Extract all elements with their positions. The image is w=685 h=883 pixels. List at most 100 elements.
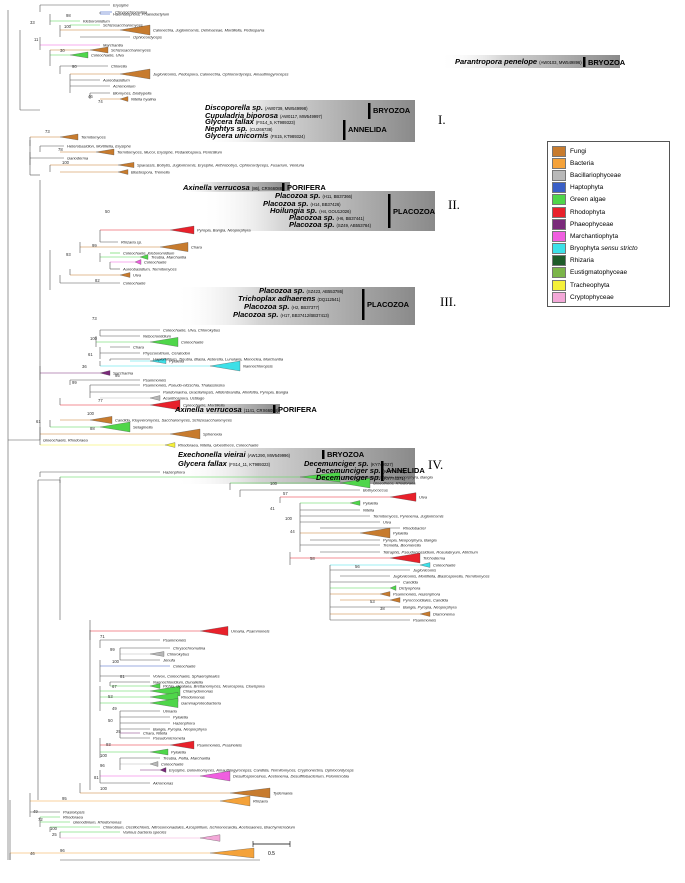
tip-label: Pylaiella (363, 500, 379, 505)
bootstrap-value: 82 (95, 278, 100, 283)
legend-item: Phaeophyceae (552, 218, 665, 230)
tip-label: Acanthospora, Ustilago (162, 395, 205, 400)
tip-label: Prasiolopsis (63, 809, 85, 814)
legend-swatch (552, 291, 566, 303)
bootstrap-value: 93 (66, 252, 71, 257)
tip-label: Jenufa (162, 657, 176, 662)
legend-label: Rhodophyta (570, 208, 606, 216)
tip-label: Saccharina (113, 370, 134, 375)
bootstrap-value: 96 (60, 848, 65, 853)
bootstrap-value: 29 (116, 729, 121, 734)
tip-label: Ulva (383, 519, 392, 524)
tip-label: Diacronema (433, 611, 455, 616)
bar-annelida-1 (343, 120, 346, 140)
legend-swatch (552, 206, 566, 218)
tip-label: Chlorella (111, 63, 128, 68)
tip-label: Pyropia, Ahnfeltia, Porphyra, Neoporphyr… (343, 474, 433, 479)
collapsed-clade (299, 471, 341, 483)
tip-label: Pyropia, Bangia, Neoporphyra (197, 227, 251, 232)
legend-item: Rhizaria (552, 255, 665, 267)
bootstrap-value: 99 (92, 243, 97, 248)
tip-label: Nitella hyalina (131, 96, 157, 101)
bootstrap-value: 98 (66, 13, 71, 18)
label-porifera-2: PORIFERA (278, 405, 317, 414)
box-porifera-1 (180, 182, 290, 192)
collapsed-clade (419, 562, 431, 568)
legend-label: Fungi (570, 147, 587, 155)
taxon-placozoa-h11: Placozoa sp. (H11, BB37366) (275, 191, 353, 200)
bar-bryozoa-2 (368, 103, 371, 119)
tip-label: Gammaproteobacteria (181, 700, 222, 705)
legend-item: Marchantiophyta (552, 230, 665, 242)
collapsed-clade (169, 740, 195, 750)
tip-label: Psammoneis (143, 377, 166, 382)
taxon-glycera-fallax-1: Glycera fallax (FS14_5, KT989323) (205, 117, 296, 126)
bootstrap-value: 74 (98, 99, 103, 104)
bootstrap-value: 88 (90, 426, 95, 431)
label-porifera-1: PORIFERA (287, 183, 326, 192)
bootstrap-value: 49 (112, 706, 117, 711)
tip-label: Rhizaria (253, 798, 268, 803)
taxon-discoporella: Discoporella sp. (AW0739, MW549998) (205, 103, 308, 112)
bootstrap-value: 25 (52, 832, 57, 837)
tip-label: Calonectria, Juglonicomis, Oehinaceae, M… (153, 27, 265, 32)
collapsed-clade (169, 225, 195, 235)
bootstrap-value: 100 (62, 160, 70, 165)
legend-item: Rhodophyta (552, 206, 665, 218)
collapsed-clade (117, 162, 135, 168)
taxon-decemunciger-3: Decemunciger sp. (KY774371) (316, 473, 406, 482)
taxon-placozoa-h6: Placozoa sp. (H6, BB37441) (289, 213, 365, 222)
collapsed-clade (95, 148, 115, 156)
tip-label: Acremonium (112, 83, 136, 88)
collapsed-clade (219, 795, 251, 807)
collapsed-clade (134, 259, 142, 265)
collapsed-clade (99, 370, 111, 376)
collapsed-clade (149, 748, 169, 756)
collapsed-clade (117, 169, 129, 175)
bootstrap-value: 81 (120, 674, 125, 679)
bootstrap-value: 30 (60, 48, 65, 53)
taxon-exechonella: Exechonella vieirai (AW1290, MW549996) (178, 450, 291, 459)
taxon-placozoa-sz49: Placozoa sp. (SZ49, AB553784) (289, 220, 372, 229)
label-annelida-1: ANNELIDA (348, 125, 387, 134)
tip-label: Blastospora, Tremella (131, 169, 170, 174)
tip-label: Coleochaete (144, 259, 167, 264)
tip-label: Ganoderma (67, 155, 89, 160)
bootstrap-value: 50 (105, 209, 110, 214)
collapsed-clade (119, 96, 129, 102)
bootstrap-values: 3398100113046907473781005099938273100613… (30, 13, 385, 856)
taxon-parantropora: Parantropora penelope (AW0103, MW549896) (455, 57, 582, 66)
tip-label: Tydemania (273, 790, 293, 795)
tip-label: Coleochaete (161, 761, 184, 766)
box-parantropora (440, 55, 620, 68)
tip-label: Psammoneis, Hazenphora (393, 591, 441, 596)
collapsed-clades (59, 24, 431, 859)
legend-swatch (552, 169, 566, 181)
collapsed-clade (389, 585, 397, 591)
tip-label: Juglonicomis, Mortiliella, Blastosporell… (392, 573, 490, 578)
tip-label: Termitomyces (81, 134, 106, 139)
collapsed-clade (349, 500, 361, 506)
legend-label: Haptophyta (570, 184, 604, 192)
tip-label: Sphenoxia (203, 431, 223, 436)
legend-item: Haptophyta (552, 182, 665, 194)
legend-swatch (552, 255, 566, 267)
tip-label: Chlamydomonas (183, 688, 213, 693)
tip-label: Schizosaccharomyces (111, 47, 151, 52)
label-bryozoa-3: BRYOZOA (327, 450, 365, 459)
legend-label: Eustigmatophyceae (570, 269, 628, 277)
collapsed-clade (389, 492, 417, 502)
tip-label: Urnaria, Psammoneis (231, 628, 269, 633)
bootstrap-value: 96 (100, 763, 105, 768)
highlighted-taxa: Parantropora penelope (AW0103, MW549896)… (174, 57, 626, 482)
collapsed-clade (149, 395, 161, 401)
tip-label: Nannochloropsis (243, 363, 273, 368)
tip-label: Chlorobium, Oscillochloris, Nitrosomonad… (103, 824, 296, 829)
collapsed-clade (339, 477, 371, 489)
tree-branches (7, 4, 420, 861)
tip-label: Rhodoraea (63, 814, 84, 819)
tip-label: Pylaiella (173, 714, 189, 719)
bootstrap-value: 81 (94, 775, 99, 780)
